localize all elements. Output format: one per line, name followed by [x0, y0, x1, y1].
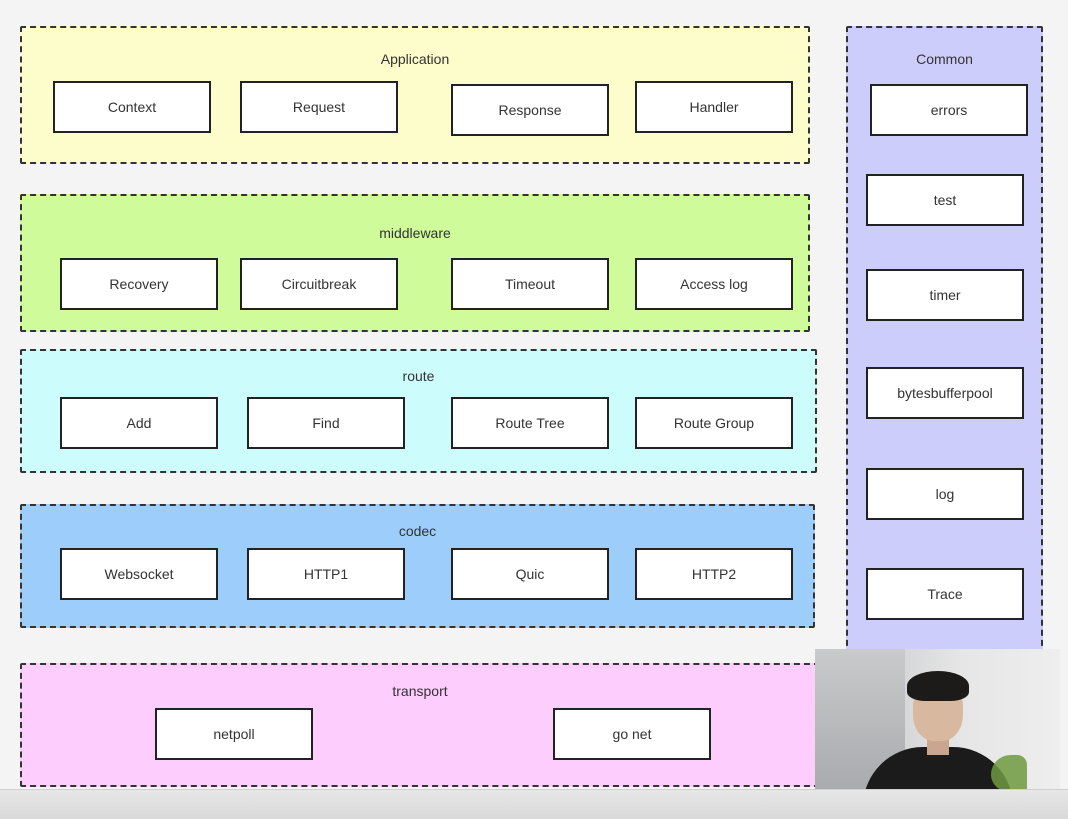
recovery-label: Recovery	[109, 276, 169, 292]
presenter-video-overlay	[815, 649, 1060, 789]
http2-label: HTTP2	[691, 566, 737, 582]
route-tree-label: Route Tree	[495, 415, 565, 431]
go-net-box: go net	[553, 708, 711, 760]
access-log-box: Access log	[635, 258, 793, 310]
context-label: Context	[107, 99, 157, 115]
access-log-label: Access log	[680, 276, 748, 292]
response-label: Response	[498, 102, 562, 118]
middleware-layer-title: middleware	[379, 225, 451, 241]
handler-box: Handler	[635, 81, 793, 133]
bottom-bar	[0, 789, 1068, 819]
request-label: Request	[292, 99, 346, 115]
circuitbreak-label: Circuitbreak	[281, 276, 357, 292]
context-box: Context	[53, 81, 211, 133]
response-box: Response	[451, 84, 609, 136]
log-box: log	[866, 468, 1024, 520]
test-label: test	[933, 192, 957, 208]
handler-label: Handler	[689, 99, 739, 115]
quic-label: Quic	[515, 566, 545, 582]
route-group-label: Route Group	[673, 415, 755, 431]
bytesbufferpool-box: bytesbufferpool	[866, 367, 1024, 419]
application-layer: Application Context Request Response Han…	[20, 26, 810, 164]
find-label: Find	[312, 415, 340, 431]
common-layer-title: Common	[916, 51, 973, 67]
route-tree-box: Route Tree	[451, 397, 609, 449]
route-group-box: Route Group	[635, 397, 793, 449]
transport-layer: transport netpoll go net	[20, 663, 820, 787]
timer-label: timer	[929, 287, 961, 303]
application-layer-title: Application	[380, 51, 450, 67]
http2-box: HTTP2	[635, 548, 793, 600]
middleware-layer: middleware Recovery Circuitbreak Timeout…	[20, 194, 810, 332]
timeout-box: Timeout	[451, 258, 609, 310]
presenter-hair	[907, 671, 969, 701]
plant-decoration	[991, 755, 1027, 789]
find-box: Find	[247, 397, 405, 449]
route-layer: route Add Find Route Tree Route Group	[20, 349, 817, 473]
trace-label: Trace	[927, 586, 963, 602]
recovery-box: Recovery	[60, 258, 218, 310]
log-label: log	[935, 486, 955, 502]
netpoll-box: netpoll	[155, 708, 313, 760]
codec-layer-title: codec	[398, 523, 437, 539]
quic-box: Quic	[451, 548, 609, 600]
errors-box: errors	[870, 84, 1028, 136]
route-layer-title: route	[402, 368, 435, 384]
http1-label: HTTP1	[303, 566, 349, 582]
request-box: Request	[240, 81, 398, 133]
bytesbufferpool-label: bytesbufferpool	[897, 385, 993, 401]
websocket-box: Websocket	[60, 548, 218, 600]
circuitbreak-box: Circuitbreak	[240, 258, 398, 310]
transport-layer-title: transport	[392, 683, 448, 699]
add-box: Add	[60, 397, 218, 449]
go-net-label: go net	[612, 726, 652, 742]
http1-box: HTTP1	[247, 548, 405, 600]
netpoll-label: netpoll	[213, 726, 255, 742]
test-box: test	[866, 174, 1024, 226]
add-label: Add	[126, 415, 152, 431]
timer-box: timer	[866, 269, 1024, 321]
websocket-label: Websocket	[104, 566, 174, 582]
timeout-label: Timeout	[504, 276, 556, 292]
common-layer: Common errors test timer bytesbufferpool…	[846, 26, 1043, 666]
errors-label: errors	[930, 102, 968, 118]
codec-layer: codec Websocket HTTP1 Quic HTTP2	[20, 504, 815, 628]
trace-box: Trace	[866, 568, 1024, 620]
